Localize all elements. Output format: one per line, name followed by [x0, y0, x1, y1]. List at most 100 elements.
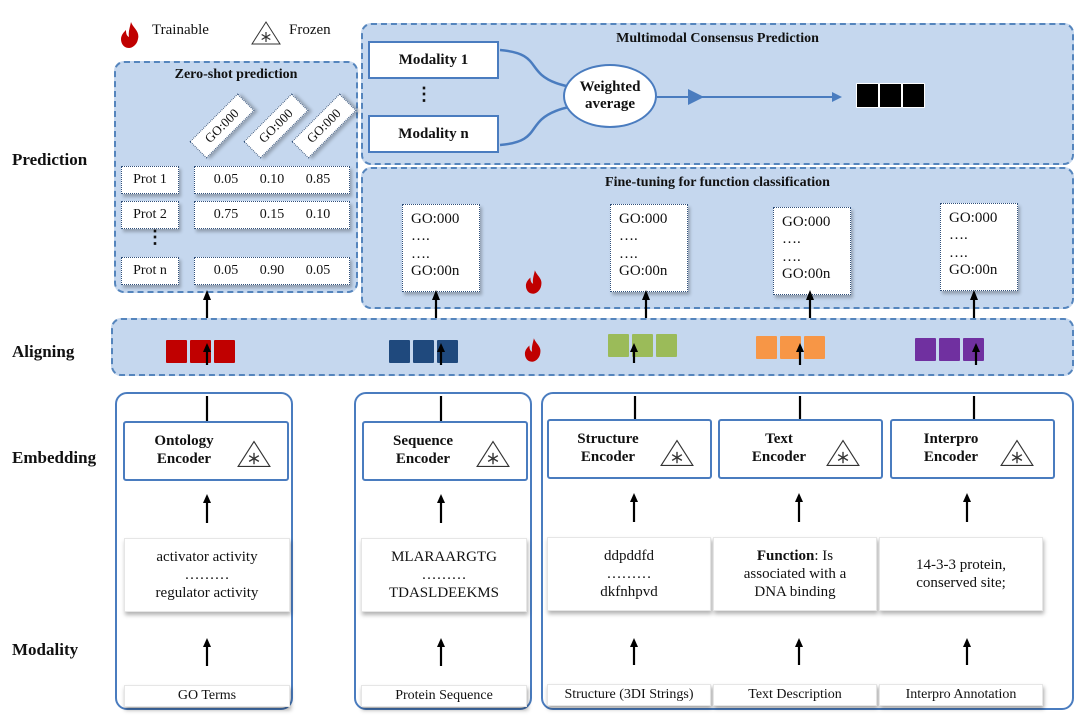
go-first: GO:000 — [782, 214, 831, 230]
example-line2: associated with a — [743, 566, 847, 582]
zero-shot-ellipsis: ⋮ — [146, 227, 164, 247]
text-embedding-square — [804, 336, 825, 359]
flame-icon — [525, 270, 542, 294]
example-line1: MLARAARGTG — [391, 549, 497, 565]
snowflake-triangle-icon — [476, 440, 510, 468]
ontology-embedding-square — [190, 340, 211, 363]
row-label-aligning: Aligning — [12, 342, 75, 361]
sequence-encoder: Sequence Encoder — [362, 421, 528, 481]
finetune-go-list-interpro: GO:000 …. …. GO:00n — [940, 203, 1018, 291]
go-last: GO:00n — [949, 261, 998, 278]
modality-n-box: Modality n — [368, 115, 499, 153]
ontology-example: activator activity ……… regulator activit… — [124, 538, 290, 612]
example-line1: activator activity — [156, 549, 258, 565]
text-encoder: Text Encoder — [718, 419, 883, 479]
flame-icon — [121, 22, 139, 48]
example-line2: dkfnhpvd — [600, 584, 658, 600]
go-first: GO:000 — [411, 211, 460, 227]
consensus-ellipsis: ⋮ — [415, 84, 433, 104]
go-dots: …. — [619, 228, 638, 245]
weighted-line2: average — [585, 96, 635, 112]
go-dots: …. — [949, 227, 968, 244]
modality-protein-sequence: Protein Sequence — [361, 685, 527, 707]
go-dots: …. — [782, 248, 801, 265]
zero-shot-score: 0.75 — [213, 207, 239, 222]
ontology-encoder: Ontology Encoder — [123, 421, 289, 481]
sequence-embedding-square — [413, 340, 434, 363]
go-dots: …. — [782, 231, 801, 248]
zero-shot-row-label: Prot 1 — [121, 166, 179, 194]
go-dots: …. — [619, 245, 638, 262]
text-embedding-square — [756, 336, 777, 359]
weighted-average-node: Weighted average — [563, 64, 657, 128]
zero-shot-row-values: 0.05 0.10 0.85 — [194, 166, 350, 194]
structure-encoder: Structure Encoder — [547, 419, 712, 479]
zero-shot-score: 0.85 — [305, 172, 331, 187]
example-line1: 14-3-3 protein, — [916, 557, 1006, 573]
modality-text-description: Text Description — [713, 684, 877, 706]
sequence-example: MLARAARGTG ……… TDASLDEEKMS — [361, 538, 527, 612]
zero-shot-row-values: 0.05 0.90 0.05 — [194, 257, 350, 285]
example-dots: ……… — [606, 566, 652, 582]
finetune-go-list-structure: GO:000 …. …. GO:00n — [610, 204, 688, 292]
consensus-output-square — [879, 83, 902, 108]
text-example: Function: Is associated with a DNA bindi… — [713, 537, 877, 611]
consensus-output-square — [902, 83, 925, 108]
interpro-encoder: Interpro Encoder — [890, 419, 1055, 479]
encoder-line1: Structure — [577, 431, 639, 447]
aligning-panel — [111, 318, 1074, 376]
zero-shot-score: 0.15 — [259, 207, 285, 222]
zero-shot-score: 0.05 — [305, 263, 331, 278]
encoder-line2: Encoder — [580, 449, 636, 465]
modality-structure: Structure (3DI Strings) — [547, 684, 711, 706]
legend-frozen-label: Frozen — [289, 22, 331, 38]
encoder-line1: Interpro — [923, 431, 979, 447]
encoder-line1: Sequence — [393, 433, 453, 449]
row-label-prediction: Prediction — [12, 150, 88, 169]
example-line3: DNA binding — [754, 584, 836, 600]
modality-1-box: Modality 1 — [368, 41, 499, 79]
example-line2: conserved site; — [916, 575, 1006, 591]
example-line1: : Is — [814, 548, 834, 564]
go-last: GO:00n — [411, 262, 460, 279]
snowflake-triangle-icon — [251, 21, 281, 45]
go-dots: …. — [411, 228, 430, 245]
finetune-title: Fine-tuning for function classification — [605, 175, 830, 190]
modality-interpro-annotation: Interpro Annotation — [879, 684, 1043, 706]
example-line1: ddpddfd — [604, 548, 654, 564]
zero-shot-row-label: Prot n — [121, 257, 179, 285]
zero-shot-score: 0.10 — [259, 172, 285, 187]
go-last: GO:00n — [619, 262, 668, 279]
ontology-embedding-square — [214, 340, 235, 363]
zero-shot-score: 0.05 — [213, 172, 239, 187]
snowflake-triangle-icon — [660, 439, 694, 467]
example-dots: ……… — [421, 567, 467, 583]
structure-embedding-square — [608, 334, 629, 357]
weighted-line1: Weighted — [579, 78, 641, 95]
encoder-line2: Encoder — [156, 451, 212, 467]
zero-shot-score: 0.90 — [259, 263, 285, 278]
text-embedding-square — [780, 336, 801, 359]
example-bold: Function — [756, 548, 815, 564]
zero-shot-row-label: Prot 2 — [121, 201, 179, 229]
sequence-embedding-square — [437, 340, 458, 363]
example-dots: ……… — [184, 567, 230, 583]
encoder-line1: Text — [765, 431, 793, 447]
go-first: GO:000 — [949, 210, 998, 226]
go-dots: …. — [411, 245, 430, 262]
encoder-line1: Ontology — [154, 433, 214, 449]
zero-shot-title: Zero-shot prediction — [174, 67, 298, 82]
go-first: GO:000 — [619, 211, 668, 227]
consensus-title: Multimodal Consensus Prediction — [616, 31, 819, 46]
encoder-line2: Encoder — [751, 449, 807, 465]
finetune-go-list-ontology: GO:000 …. …. GO:00n — [402, 204, 480, 292]
zero-shot-row-values: 0.75 0.15 0.10 — [194, 201, 350, 229]
row-label-embedding: Embedding — [12, 448, 97, 467]
snowflake-triangle-icon — [237, 440, 271, 468]
modality-go-terms: GO Terms — [124, 685, 290, 707]
structure-embedding-square — [656, 334, 677, 357]
encoder-line2: Encoder — [395, 451, 451, 467]
ontology-embedding-square — [166, 340, 187, 363]
